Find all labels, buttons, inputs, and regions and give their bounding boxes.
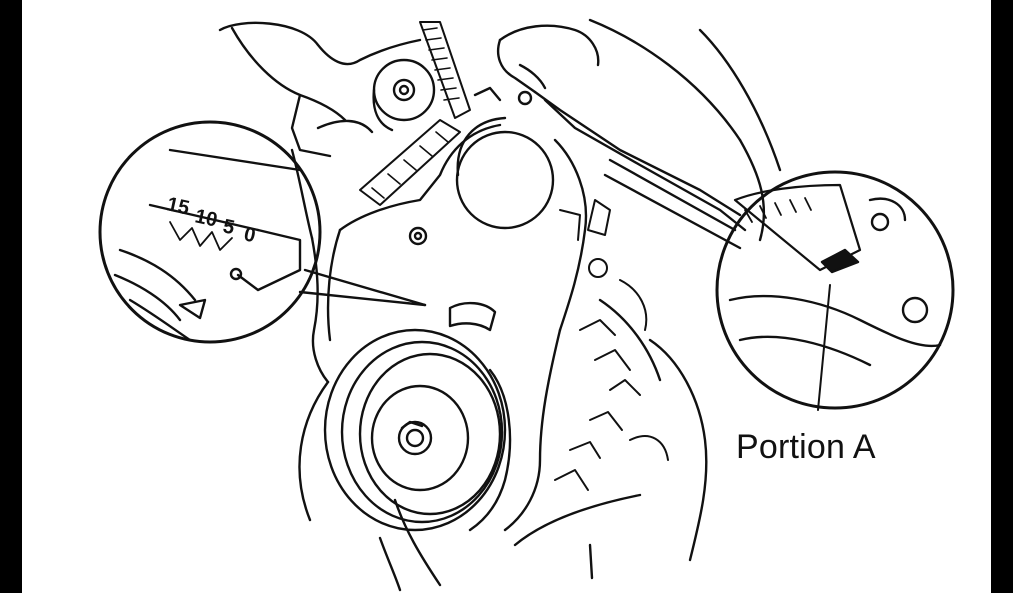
timing-belt — [359, 21, 471, 206]
timing-scale-magnifier — [98, 120, 427, 344]
crankshaft-pulley — [323, 328, 512, 532]
timing-mark-0: 0 — [242, 223, 257, 247]
cam-sprocket-cover — [455, 116, 555, 230]
belt-portion-magnifier — [603, 158, 955, 411]
right-frame-edge — [991, 0, 1013, 593]
timing-mark-5: 5 — [221, 215, 236, 239]
timing-mark-10: 10 — [193, 205, 219, 231]
timing-scale-labels: 15 10 5 0 — [165, 193, 257, 247]
timing-mark-15: 15 — [165, 193, 191, 219]
engine-block-outline — [218, 18, 782, 592]
timing-belt-cover — [326, 123, 588, 532]
tensioner-pulley — [372, 58, 436, 132]
left-frame-edge — [0, 0, 22, 593]
portion-a-label: Portion A — [736, 428, 876, 466]
hand-with-tool — [473, 24, 747, 232]
engine-detail-lines — [554, 199, 669, 491]
